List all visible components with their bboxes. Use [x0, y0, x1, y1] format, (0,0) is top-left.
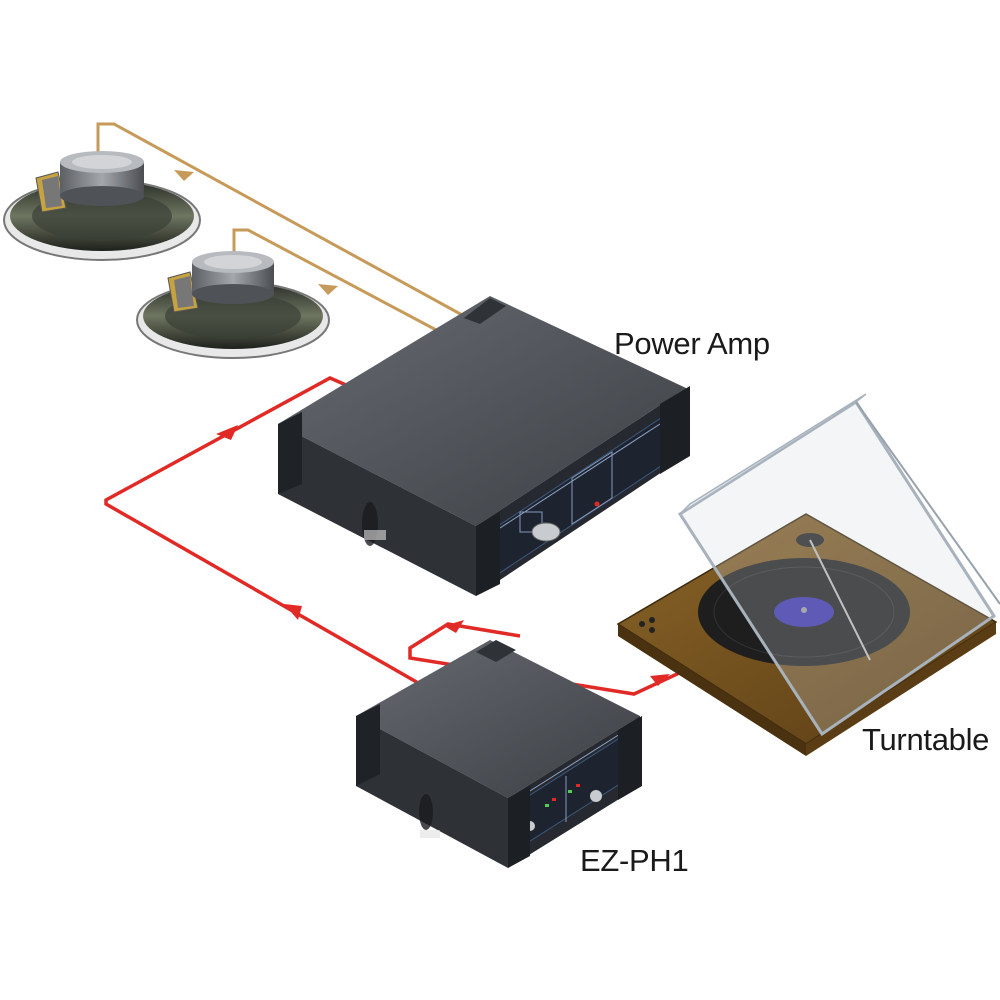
- speaker-wire-arrows: [174, 170, 338, 295]
- preamp-led-icon: [568, 790, 572, 793]
- preamp-device: [356, 640, 642, 868]
- signal-wire-arrows: [216, 425, 670, 686]
- direction-arrow-icon: [318, 284, 338, 295]
- preamp-led-icon: [552, 798, 556, 801]
- direction-arrow-icon: [444, 620, 464, 633]
- amp-volume-knob-icon: [519, 511, 561, 542]
- preamp-knob-icon: [590, 790, 602, 802]
- direction-arrow-icon: [650, 674, 670, 686]
- turntable-device: [616, 393, 1000, 756]
- direction-arrow-icon: [216, 425, 238, 440]
- power-amp-label: Power Amp: [614, 326, 770, 361]
- speaker-icon: [136, 251, 330, 359]
- power-amp-device: [278, 296, 690, 596]
- preamp-led-icon: [545, 804, 549, 807]
- direction-arrow-icon: [174, 170, 194, 181]
- speaker-icon: [3, 151, 201, 261]
- preamp-label: EZ-PH1: [580, 843, 689, 878]
- turntable-label: Turntable: [862, 722, 990, 757]
- amp-indicator-led: [594, 501, 600, 507]
- direction-arrow-icon: [284, 604, 302, 620]
- preamp-to-amp-wire: [104, 376, 421, 686]
- preamp-led-icon: [576, 784, 580, 787]
